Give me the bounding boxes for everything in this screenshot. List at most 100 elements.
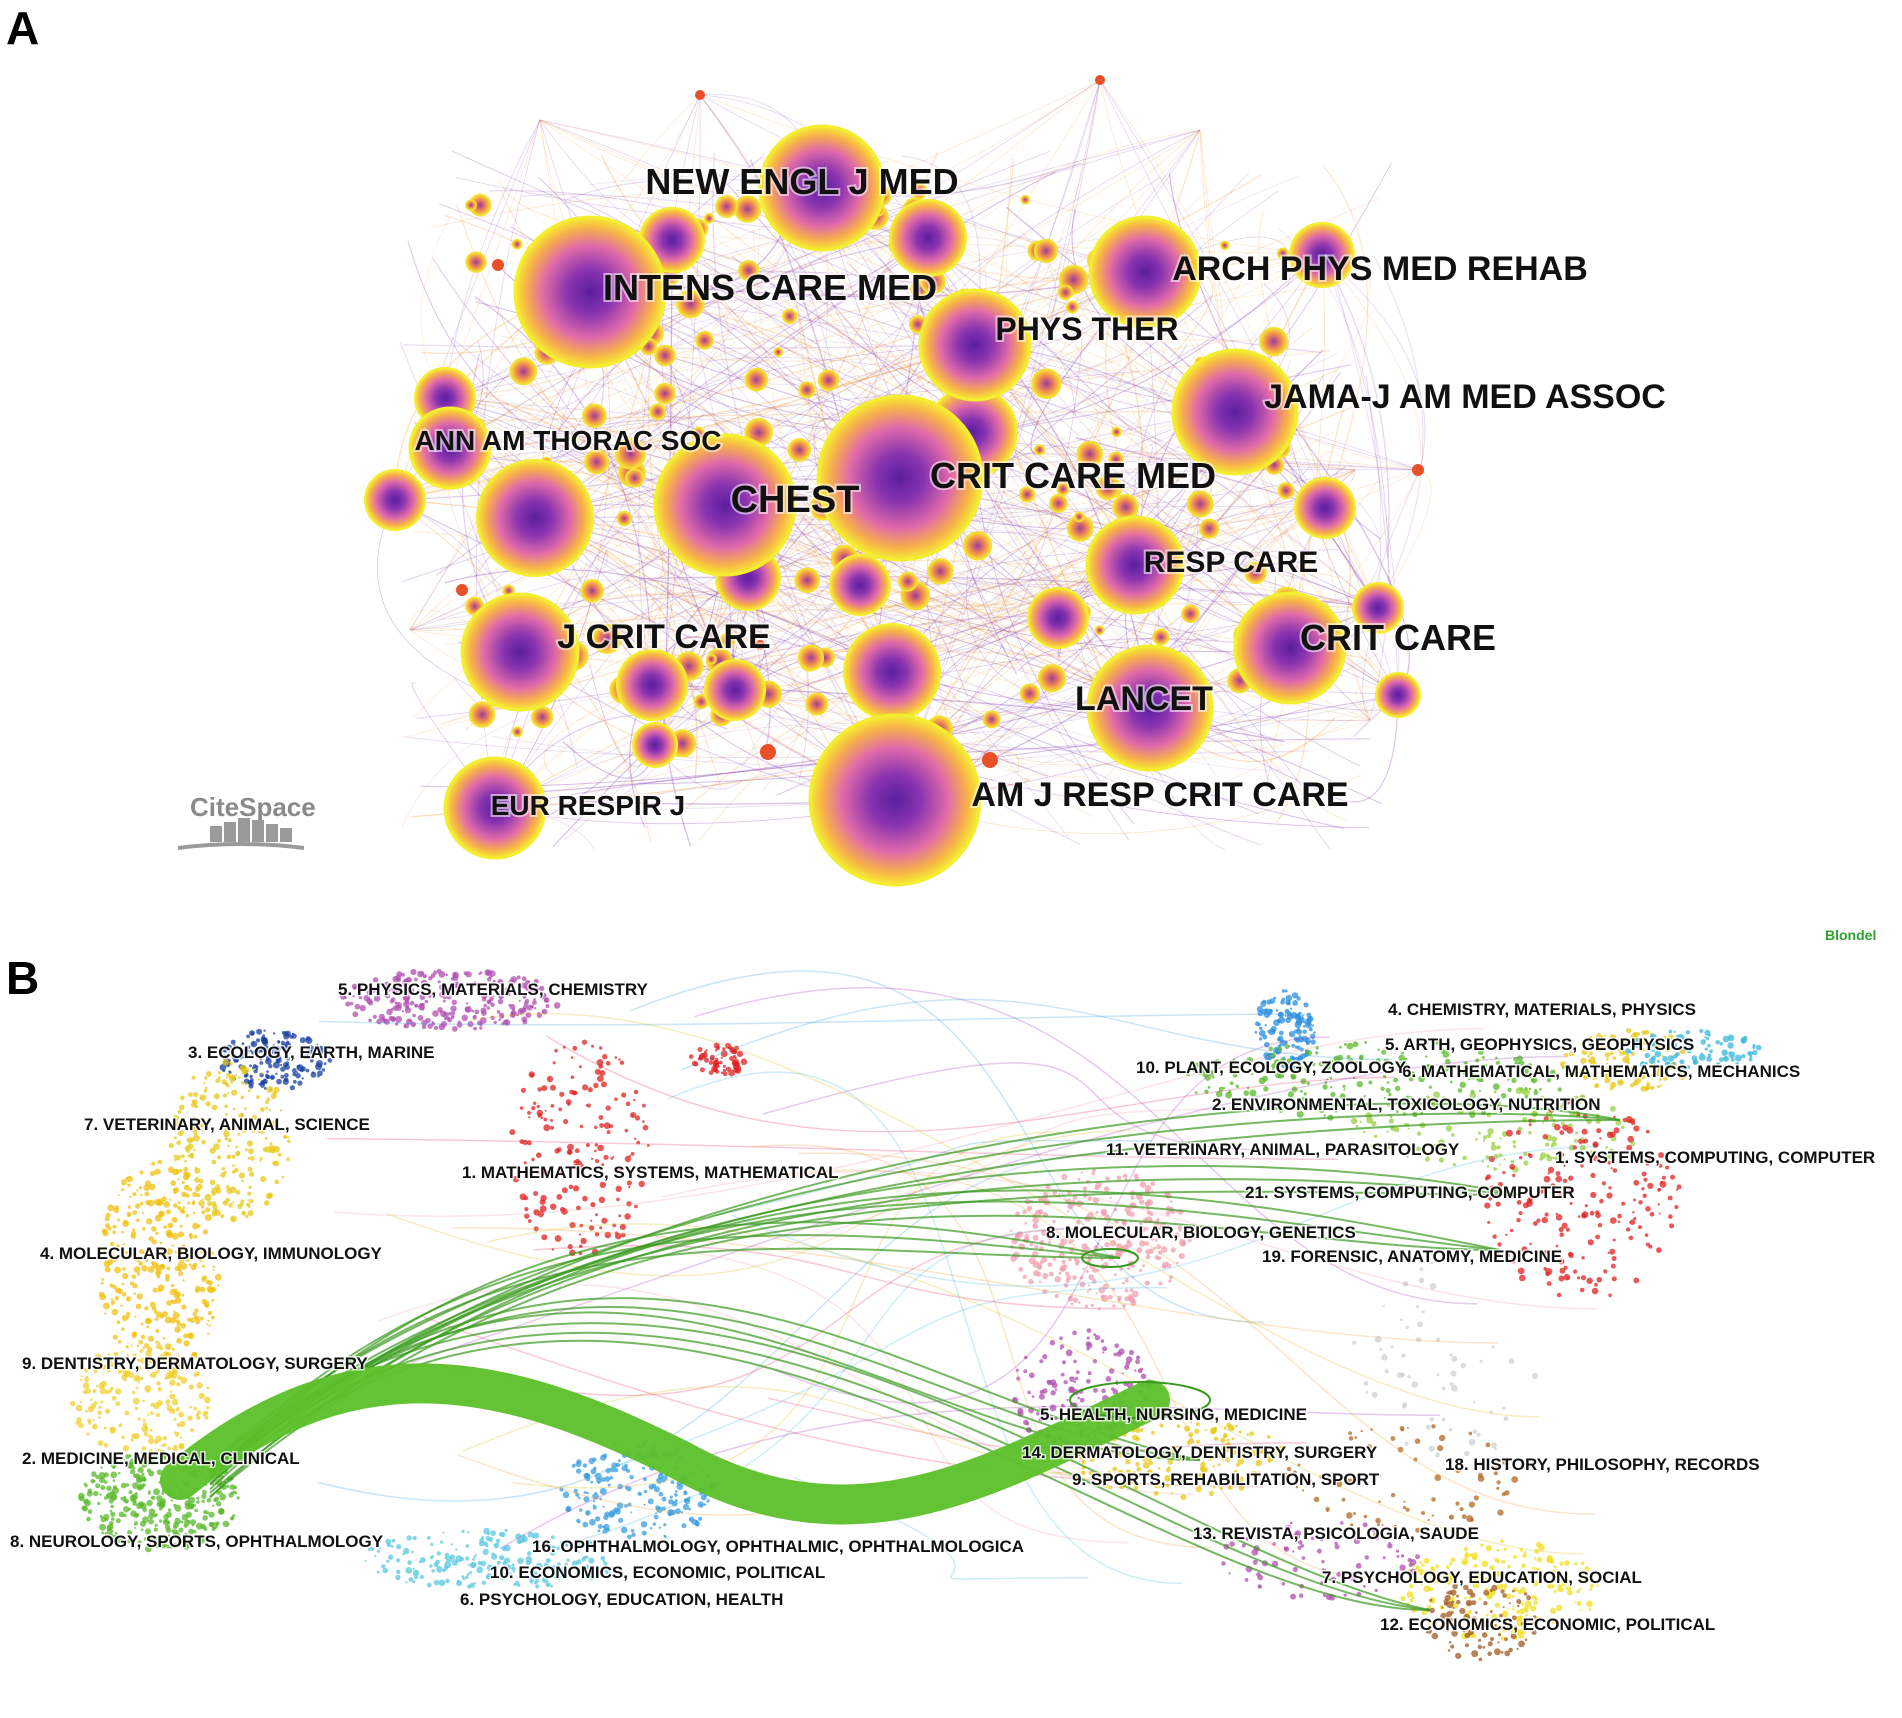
journal-dot bbox=[1444, 1058, 1451, 1065]
journal-dot bbox=[1521, 1088, 1527, 1095]
journal-dot bbox=[266, 1070, 269, 1073]
journal-dot bbox=[1383, 1097, 1386, 1099]
journal-dot bbox=[536, 1540, 540, 1544]
minor-journal-node bbox=[1276, 247, 1289, 260]
journal-dot bbox=[1375, 1058, 1381, 1063]
journal-dot bbox=[96, 1359, 100, 1363]
journal-dot bbox=[178, 1257, 185, 1264]
journal-dot bbox=[1407, 1127, 1410, 1130]
journal-dot bbox=[493, 1543, 497, 1547]
journal-dot bbox=[1486, 1133, 1492, 1139]
journal-dot bbox=[201, 1493, 207, 1500]
journal-dot bbox=[213, 1143, 220, 1150]
journal-dot bbox=[154, 1523, 158, 1527]
journal-dot bbox=[285, 1061, 290, 1066]
journal-dot bbox=[175, 1408, 180, 1412]
journal-dot bbox=[226, 1187, 233, 1194]
journal-dot bbox=[1193, 1062, 1200, 1068]
journal-dot bbox=[1301, 1035, 1308, 1042]
journal-dot bbox=[462, 1577, 466, 1581]
journal-dot bbox=[117, 1288, 123, 1295]
journal-dot bbox=[90, 1398, 93, 1401]
journal-dot bbox=[111, 1395, 117, 1401]
journal-node bbox=[1085, 515, 1185, 615]
journal-dot bbox=[180, 1323, 187, 1329]
network-edge bbox=[751, 560, 1379, 609]
journal-dot bbox=[182, 1206, 186, 1209]
journal-dot bbox=[133, 1432, 140, 1440]
journal-dot bbox=[1706, 1056, 1712, 1062]
journal-dot bbox=[138, 1186, 142, 1190]
journal-dot bbox=[1334, 1544, 1340, 1550]
journal-dot bbox=[225, 1077, 228, 1079]
journal-dot bbox=[1418, 1560, 1422, 1564]
journal-dot bbox=[1205, 1429, 1208, 1432]
journal-dot bbox=[228, 1070, 231, 1073]
journal-dot bbox=[145, 1426, 148, 1429]
journal-dot bbox=[1487, 1220, 1491, 1224]
journal-dot bbox=[1645, 1162, 1650, 1166]
journal-dot bbox=[1625, 1048, 1631, 1054]
journal-dot bbox=[1573, 1095, 1579, 1101]
journal-dot bbox=[1354, 1070, 1358, 1073]
journal-dot bbox=[1658, 1212, 1661, 1215]
journal-dot bbox=[1682, 1046, 1688, 1052]
journal-dot bbox=[1449, 1353, 1453, 1357]
journal-dot bbox=[1299, 1047, 1304, 1052]
journal-dot bbox=[230, 1491, 235, 1495]
journal-dot bbox=[240, 1048, 247, 1055]
minor-journal-node bbox=[760, 744, 776, 760]
journal-dot bbox=[1176, 1261, 1179, 1265]
journal-dot bbox=[624, 1485, 629, 1490]
journal-dot bbox=[1383, 1058, 1390, 1064]
journal-dot bbox=[527, 1219, 532, 1223]
journal-dot bbox=[1543, 1250, 1548, 1255]
journal-dot bbox=[1657, 1187, 1661, 1192]
journal-dot bbox=[167, 1366, 175, 1374]
journal-dot bbox=[1707, 1043, 1711, 1048]
journal-dot bbox=[1596, 1043, 1604, 1051]
journal-dot bbox=[205, 1207, 211, 1213]
journal-dot bbox=[1599, 1137, 1602, 1140]
journal-dot bbox=[653, 1514, 659, 1520]
journal-dot bbox=[160, 1455, 167, 1461]
journal-dot bbox=[1429, 1282, 1437, 1290]
minor-journal-node bbox=[1412, 464, 1424, 476]
journal-dot bbox=[1207, 1085, 1211, 1089]
journal-dot bbox=[142, 1399, 145, 1403]
journal-dot bbox=[636, 1140, 641, 1145]
journal-dot bbox=[1482, 1135, 1488, 1140]
journal-dot bbox=[1512, 1589, 1515, 1593]
journal-dot bbox=[588, 1557, 595, 1564]
journal-dot bbox=[1359, 1120, 1362, 1123]
journal-dot bbox=[410, 1021, 417, 1028]
journal-dot bbox=[178, 1411, 185, 1418]
journal-dot bbox=[574, 1148, 580, 1154]
journal-dot bbox=[594, 1143, 598, 1147]
journal-dot bbox=[609, 1475, 614, 1480]
journal-dot bbox=[1594, 1068, 1596, 1071]
journal-dot bbox=[1093, 1245, 1099, 1251]
network-edge bbox=[1134, 564, 1347, 821]
journal-dot bbox=[1605, 1153, 1612, 1160]
minor-journal-node bbox=[1019, 683, 1040, 704]
journal-dot bbox=[142, 1419, 146, 1422]
journal-dot bbox=[1058, 1271, 1062, 1275]
journal-dot bbox=[154, 1440, 159, 1445]
journal-dot bbox=[167, 1534, 171, 1537]
journal-dot bbox=[658, 1526, 662, 1529]
journal-dot bbox=[1346, 1059, 1353, 1066]
journal-dot bbox=[109, 1509, 113, 1513]
journal-dot bbox=[583, 1496, 590, 1503]
journal-dot bbox=[531, 1157, 535, 1162]
journal-dot bbox=[1218, 1451, 1225, 1459]
journal-dot bbox=[1447, 1649, 1451, 1652]
journal-dot bbox=[414, 977, 418, 982]
journal-dot bbox=[1266, 999, 1272, 1005]
journal-node bbox=[918, 288, 1032, 402]
journal-dot bbox=[1580, 1057, 1587, 1064]
journal-dot bbox=[212, 1504, 215, 1507]
journal-dot bbox=[1286, 1058, 1292, 1064]
journal-dot bbox=[130, 1344, 133, 1347]
journal-dot bbox=[79, 1401, 83, 1404]
